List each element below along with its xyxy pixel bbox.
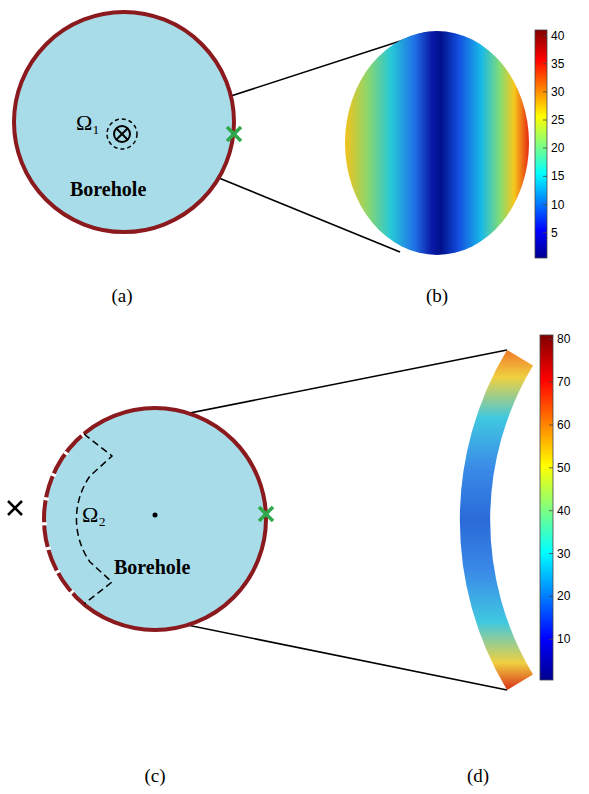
colorbar [535,30,547,258]
colorbar-ticks [549,339,553,639]
colorbar-tick-label: 80 [557,332,570,346]
panel-label: (b) [426,285,448,307]
colorbar-tick-label: 5 [551,226,558,240]
colorbar-tick-label: 60 [557,418,570,432]
field-disk [345,31,529,255]
colorbar-tick-label: 10 [551,198,564,212]
region-label: Ω₂ [82,502,106,528]
panel-label: (a) [111,285,132,307]
colorbar-tick-label: 70 [557,375,570,389]
borehole-circle: Ω₁ Borehole [12,10,236,234]
colorbar-tick-label: 40 [551,29,564,43]
colorbar [540,335,553,680]
panel-label: (c) [144,765,165,787]
borehole-outline [42,406,268,632]
borehole-outline [12,10,236,234]
colorbar-tick-label: 25 [551,113,564,127]
borehole-label: Borehole [70,178,146,201]
symbols [107,119,241,149]
borehole-label: Borehole [114,556,190,579]
colorbar-tick-label: 40 [557,504,570,518]
region-label: Ω₁ [76,110,100,136]
colorbar-tick-label: 50 [557,461,570,475]
borehole-circle: Ω₂ Borehole [42,406,268,632]
colorbar-tick-label: 30 [551,85,564,99]
colorbar-tick-label: 30 [557,547,570,561]
colorbar-tick-label: 20 [551,141,564,155]
colorbar-tick-label: 35 [551,57,564,71]
colorbar-tick-label: 15 [551,169,564,183]
colorbar-tick-label: 10 [557,632,570,646]
symbols [8,434,273,604]
colorbar-ticks [543,36,547,233]
colorbar-tick-label: 20 [557,589,570,603]
field-crescent [460,350,533,690]
panel-label: (d) [467,765,489,787]
